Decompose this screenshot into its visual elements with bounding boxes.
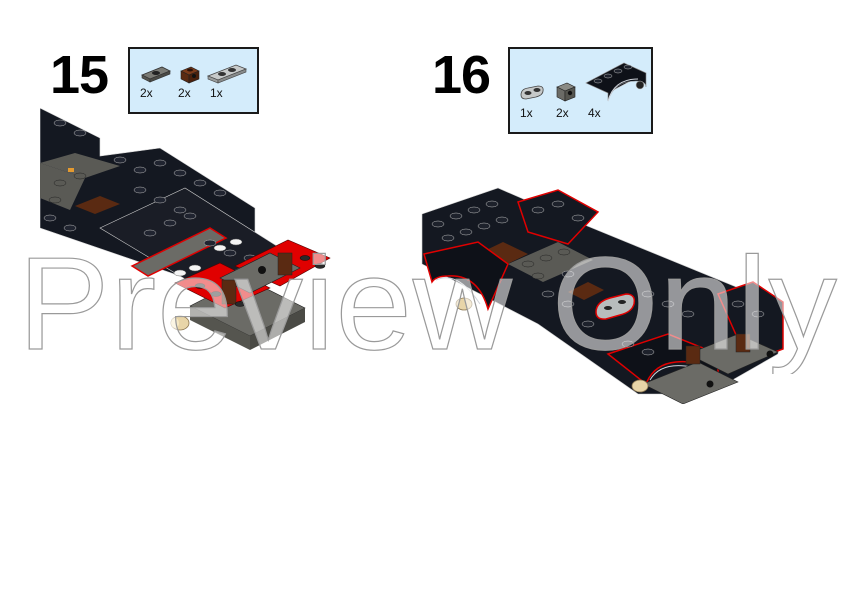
part-quantity: 2x [556, 106, 569, 120]
light-gray-plate-1x2-rounded-icon [520, 85, 544, 100]
black-wheel-arch-mudguard-icon [585, 62, 647, 102]
step-number: 16 [432, 45, 491, 105]
part-quantity: 4x [588, 106, 601, 120]
dark-gray-plate-1x2-jumper-icon [141, 66, 171, 83]
part-quantity: 1x [520, 106, 533, 120]
parts-list-callout: 1x 2x 4x [508, 47, 653, 134]
parts-list-callout: 2x 2x 1x [128, 47, 259, 114]
part-quantity: 2x [178, 86, 191, 100]
brown-bracket-1x1-icon [180, 66, 200, 84]
step-16-model-render [421, 187, 784, 404]
step-number: 15 [50, 45, 109, 105]
part-quantity: 1x [210, 86, 223, 100]
dark-gray-bracket-1x1-icon [556, 82, 576, 102]
step-15-model-render [40, 108, 331, 350]
part-quantity: 2x [140, 86, 153, 100]
light-gray-plate-1x3-icon [206, 64, 248, 84]
